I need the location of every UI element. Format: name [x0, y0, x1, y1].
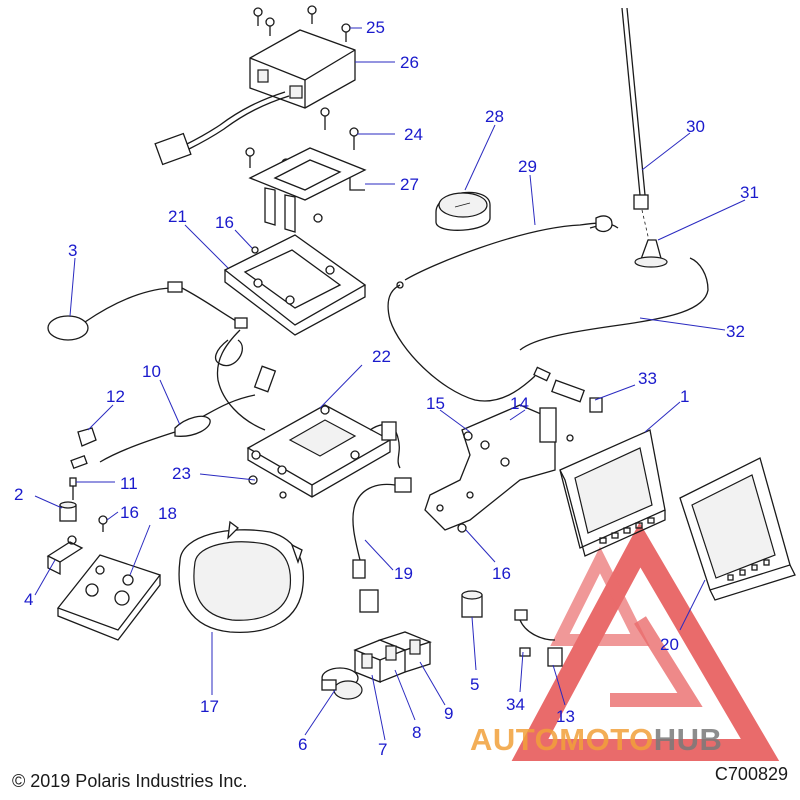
callout-13: 13 [556, 707, 575, 726]
leader-lines [34, 27, 746, 741]
screw-16-left [98, 515, 108, 532]
connector-12 [77, 427, 97, 447]
usb-harness-33 [551, 379, 603, 413]
callout-17: 17 [200, 697, 219, 716]
cable-29 [387, 215, 619, 402]
module-26 [154, 29, 356, 166]
harness-10 [70, 394, 256, 469]
watermark-part2: HUB [653, 722, 723, 757]
callout-2: 2 [14, 485, 23, 504]
screw-15 [463, 431, 473, 441]
bracket-4 [46, 535, 84, 576]
callout-25: 25 [366, 18, 385, 37]
callout-6: 6 [298, 735, 307, 754]
callout-23: 23 [172, 464, 191, 483]
display-20 [679, 457, 796, 601]
copyright-text: © 2019 Polaris Industries Inc. [12, 771, 248, 791]
drawing-number: C700829 [714, 764, 788, 784]
screws-25 [253, 5, 351, 42]
sensor-2 [59, 477, 77, 522]
callout-28: 28 [485, 107, 504, 126]
callout-16a: 16 [215, 213, 234, 232]
callout-12: 12 [106, 387, 125, 406]
callout-1: 1 [680, 387, 689, 406]
callout-9: 9 [444, 704, 453, 723]
callout-15: 15 [426, 394, 445, 413]
callout-11: 11 [120, 474, 138, 493]
watermark-part1: AUTOMOTO [470, 722, 654, 757]
callout-31: 31 [740, 183, 759, 202]
callout-8: 8 [412, 723, 421, 742]
usb-charger-13 [514, 609, 563, 667]
watermark-logo [511, 522, 780, 761]
gps-puck-28 [435, 191, 491, 231]
antenna-30 [621, 7, 649, 210]
key-switch-6 [321, 667, 363, 700]
screw-23 [248, 475, 287, 499]
callout-7: 7 [378, 740, 387, 759]
callout-labels: 25 26 24 27 28 29 30 31 21 16 3 32 22 10… [14, 18, 759, 759]
callout-34: 34 [506, 695, 525, 714]
socket-5 [461, 590, 483, 618]
callout-29: 29 [518, 157, 537, 176]
bracket-18 [56, 554, 162, 641]
gauge-17 [178, 520, 305, 634]
callout-27: 27 [400, 175, 419, 194]
callout-24: 24 [404, 125, 423, 144]
callout-18: 18 [158, 504, 177, 523]
callout-16b: 16 [120, 503, 139, 522]
callout-30: 30 [686, 117, 705, 136]
bracket-21 [223, 213, 367, 336]
harness-19 [352, 477, 412, 613]
callout-3: 3 [68, 241, 77, 260]
callout-10: 10 [142, 362, 161, 381]
callout-5: 5 [470, 675, 479, 694]
callout-32: 32 [726, 322, 745, 341]
callout-4: 4 [24, 590, 33, 609]
callout-26: 26 [400, 53, 419, 72]
bracket-27 [248, 147, 367, 233]
antenna-mount-31 [634, 209, 668, 268]
display-1 [559, 429, 666, 557]
callout-22: 22 [372, 347, 391, 366]
watermark-text: AUTOMOTOHUB [470, 722, 722, 758]
bracket-14 [424, 404, 557, 531]
sensor-3 [47, 281, 277, 431]
callout-20: 20 [660, 635, 679, 654]
callout-19: 19 [394, 564, 413, 583]
callout-14: 14 [510, 394, 529, 413]
switches-7-8-9 [353, 631, 432, 683]
module-22 [246, 404, 401, 498]
callout-33: 33 [638, 369, 657, 388]
cable-32 [519, 257, 709, 351]
screw-16-lower [457, 523, 467, 533]
callout-16c: 16 [492, 564, 511, 583]
callout-21: 21 [168, 207, 187, 226]
